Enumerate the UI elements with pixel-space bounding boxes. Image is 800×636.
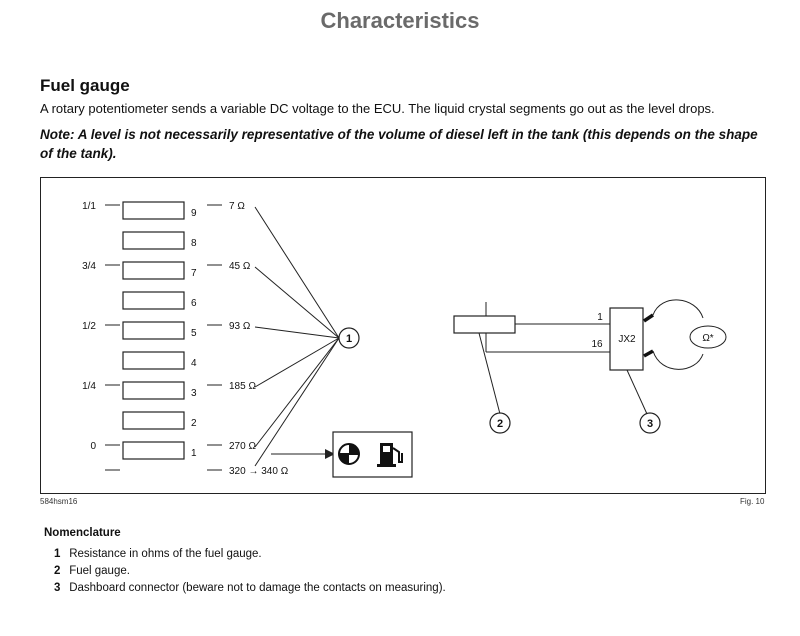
resistance-leader bbox=[254, 326, 340, 339]
resistance-label: 7 Ω bbox=[229, 201, 245, 212]
nomenclature-number: 2 bbox=[54, 565, 61, 577]
warning-lamp-icon bbox=[338, 443, 360, 465]
nomenclature-item: 2 Fuel gauge. bbox=[54, 563, 446, 580]
description-text: A rotary potentiometer sends a variable … bbox=[40, 101, 715, 116]
level-label: 3/4 bbox=[82, 261, 96, 272]
note-text: Note: A level is not necessarily represe… bbox=[40, 127, 758, 161]
nomenclature-list: 1 Resistance in ohms of the fuel gauge. … bbox=[54, 546, 446, 597]
probe-lead-top bbox=[652, 299, 704, 319]
nomenclature-item: 3 Dashboard connector (beware not to dam… bbox=[54, 580, 446, 597]
resistance-label: 45 Ω bbox=[229, 261, 251, 272]
resistance-leader bbox=[254, 337, 340, 448]
probe-lead-bottom bbox=[652, 350, 704, 370]
lcd-segment bbox=[122, 231, 185, 250]
level-label: 1/4 bbox=[82, 381, 96, 392]
connector-jx2 bbox=[609, 307, 644, 371]
diagram-svg: 9 1/1 7 Ω 8 7 3/4 45 Ω 6 5 1/2 93 Ω 4 3 1/4 185 Ω 2 1 0 27… bbox=[82, 201, 727, 478]
segment-number: 2 bbox=[191, 418, 197, 429]
segment-number: 6 bbox=[191, 298, 197, 309]
segment-number: 8 bbox=[191, 238, 197, 249]
fuel-gauge-diagram: 9 1/1 7 Ω 8 7 3/4 45 Ω 6 5 1/2 93 Ω 4 3 1/4 185 Ω 2 1 0 27… bbox=[40, 177, 766, 494]
resistance-label: 185 Ω bbox=[229, 381, 256, 392]
resistance-leader bbox=[254, 337, 340, 388]
segment-number: 7 bbox=[191, 268, 197, 279]
pin-1-label: 1 bbox=[597, 312, 603, 323]
level-label: 1/1 bbox=[82, 201, 96, 212]
resistance-leader bbox=[254, 337, 340, 467]
arrow-head bbox=[325, 449, 335, 459]
nomenclature-number: 1 bbox=[54, 548, 61, 560]
callout-3-circle bbox=[639, 412, 661, 434]
lcd-segment bbox=[122, 201, 185, 220]
nomenclature-number: 3 bbox=[54, 582, 61, 594]
segment-number: 1 bbox=[191, 448, 197, 459]
fuel-pump-icon bbox=[377, 443, 403, 467]
callout-3-leader bbox=[626, 369, 648, 415]
ohmmeter bbox=[689, 325, 727, 349]
resistance-label: 270 Ω bbox=[229, 441, 256, 452]
figure-number: Fig. 10 bbox=[740, 497, 765, 506]
level-label: 1/2 bbox=[82, 321, 96, 332]
lcd-segment bbox=[122, 411, 185, 430]
pin-16-label: 16 bbox=[591, 339, 603, 350]
callout-1-label: 1 bbox=[346, 333, 352, 345]
callout-2-circle bbox=[489, 412, 511, 434]
fuel-gauge-element bbox=[453, 315, 516, 334]
bottom-resistance-label: 320 → 340 Ω bbox=[229, 466, 289, 477]
lcd-segment bbox=[122, 261, 185, 280]
callout-1-circle bbox=[338, 327, 360, 349]
lcd-segment bbox=[122, 381, 185, 400]
section-heading: Fuel gauge bbox=[40, 76, 130, 95]
level-label: 0 bbox=[90, 441, 96, 452]
lcd-segment bbox=[122, 321, 185, 340]
ohmmeter-label: Ω* bbox=[702, 333, 713, 344]
lcd-segment bbox=[122, 351, 185, 370]
resistance-leader bbox=[254, 206, 340, 339]
resistance-label: 93 Ω bbox=[229, 321, 251, 332]
segment-number: 9 bbox=[191, 208, 197, 219]
lcd-segment bbox=[122, 441, 185, 460]
connector-label: JX2 bbox=[618, 334, 636, 345]
segment-number: 4 bbox=[191, 358, 197, 369]
callout-2-leader bbox=[478, 332, 501, 415]
probe-bottom bbox=[643, 349, 654, 358]
probe-top bbox=[643, 313, 654, 323]
segments-layer: 9 1/1 7 Ω 8 7 3/4 45 Ω 6 5 1/2 93 Ω 4 3 1/4 185 Ω 2 1 0 27… bbox=[82, 201, 340, 467]
segment-number: 3 bbox=[191, 388, 197, 399]
segment-number: 5 bbox=[191, 328, 197, 339]
page-title: Characteristics bbox=[320, 8, 480, 33]
nomenclature-text: Resistance in ohms of the fuel gauge. bbox=[69, 548, 262, 560]
nomenclature-item: 1 Resistance in ohms of the fuel gauge. bbox=[54, 546, 446, 563]
nomenclature-text: Fuel gauge. bbox=[69, 565, 130, 577]
nomenclature-heading: Nomenclature bbox=[44, 527, 121, 539]
nomenclature-text: Dashboard connector (beware not to damag… bbox=[69, 582, 446, 594]
callout-3-label: 3 bbox=[647, 418, 653, 430]
resistance-leader bbox=[254, 266, 340, 339]
callout-2-label: 2 bbox=[497, 418, 503, 430]
figure-code: 584hsm16 bbox=[40, 497, 78, 506]
lcd-segment bbox=[122, 291, 185, 310]
